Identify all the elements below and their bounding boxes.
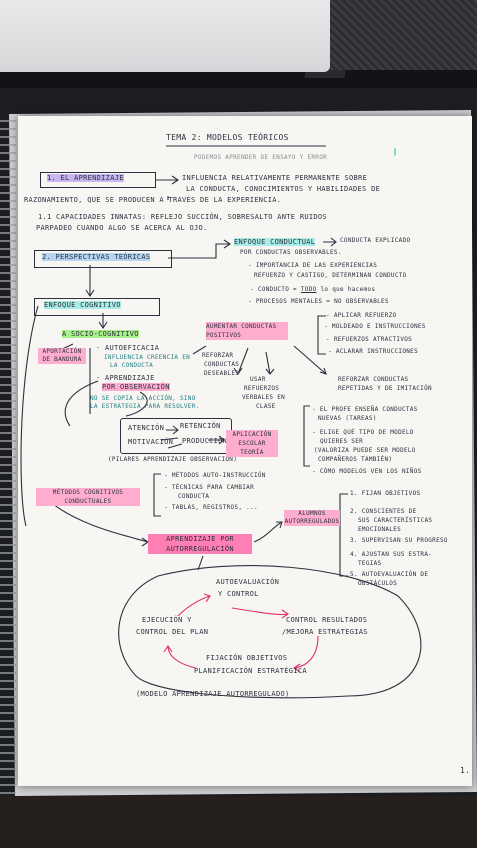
conductual-b1-1: - IMPORTANCIA DE LAS EXPERIENCIAS [248,262,378,269]
atencion: ATENCIÓN [128,424,165,432]
cycle-right2: /MEJORA ESTRATEGIAS [282,628,368,636]
obs-note2: LA ESTRATEGIA PARA RESOLVER. [90,403,200,410]
faint-note: PODEMOS APRENDER DE ENSAYO Y ERROR [194,154,328,161]
autoreg-list-0: 1. FIJAN OBJETIVOS [350,490,421,497]
cycle-caption: (MODELO APRENDIZAJE AUTORREGULADO) [136,690,290,698]
autoeficacia-note2: LA CONDUCTA [110,362,154,369]
autoreg-list-4: 3. SUPERVISAN SU PROGRESO [350,537,448,544]
page-number: 1. [460,766,471,775]
aportacion-bandura: APORTACIÓN DE BANDURA [38,348,86,364]
cycle-right1: CONTROL RESULTADOS [286,616,368,624]
section2-heading: 2. PERSPECTIVAS TEÓRICAS [42,253,151,261]
metodo-3: - TABLAS, REGISTROS, ... [164,504,258,511]
autoreg-list-8: OBSTÁCULOS [358,580,398,587]
example-2: - ELIGE QUÉ TIPO DE MODELO [312,429,414,436]
autoreg-list-2: SUS CARACTERÍSTICAS [358,517,433,524]
reforzar-deseables3: DESEABLES [204,370,240,377]
reforzar-deseables2: CONDUCTAS [204,361,240,368]
reforzar-rep1: REFORZAR CONDUCTAS [338,376,409,383]
aplicacion-escolar: APLICACIÓN ESCOLAR TEORÍA [226,430,278,457]
conductual-side1: CONDUCTA EXPLICADO [340,237,411,244]
list-moldeado: - MOLDEADO E INSTRUCCIONES [324,323,426,330]
section1-heading-box [40,172,156,188]
metodo-0: - MÉTODOS AUTO-INSTRUCCIÓN [164,472,266,479]
section1-heading: 1. EL APRENDIZAJE [47,174,124,182]
cycle-bottom2: PLANIFICACIÓN ESTRATÉGICA [194,667,307,675]
obs-note1: NO SE COPIA LA ACCIÓN, SINO [90,395,196,402]
usar-2: REFUERZOS [244,385,280,392]
autoeficacia-note1: INFLUENCIA CREENCIA EN [104,354,191,361]
b2-todo: TODO [300,286,317,293]
desk-surface [0,796,477,848]
metodo-1: - TÉCNICAS PARA CAMBIAR [164,484,254,491]
usar-3: VERBALES EN [242,394,286,401]
retencion: RETENCIÓN [180,422,221,430]
autoeficacia: - AUTOEFICACIA [96,344,160,352]
conductual-side2: POR CONDUCTAS OBSERVABLES. [240,249,342,256]
produccion: PRODUCCIÓN [182,437,228,445]
sub-line1: 1.1 CAPACIDADES INNATAS: REFLEJO SUCCIÓN… [38,213,327,221]
connector-lines [20,145,422,699]
section2-heading-box [34,250,172,268]
example-0: - EL PROFE ENSEÑA CONDUCTAS [312,406,418,413]
reforzar-rep2: REPETIDAS Y DE IMITACIÓN [338,385,432,392]
enfoque-cognitivo: ENFOQUE COGNITIVO [44,301,121,309]
example-1: NUEVAS (TAREAS) [318,415,377,422]
faint-green-mark: ▌ [394,149,398,156]
alumnos-autorregulados: ALUMNOS AUTORREGULADOS [284,510,340,526]
pilares-caption: (PILARES APRENDIZAJE OBSERVACIÓN) [108,456,238,463]
conductual-b1-2: REFUERZO Y CASTIGO, DETERMINAN CONDUCTO [254,272,407,279]
cycle-bottom1: FIJACIÓN OBJETIVOS [206,654,288,662]
example-5: COMPAÑEROS TAMBIÉN) [318,456,393,463]
example-4: (VALORIZA PUEDE SER MODELO [314,447,416,454]
cycle-left1: EJECUCIÓN Y [142,616,192,624]
metodo-2: CONDUCTA [178,493,210,500]
b2-pre: - CONDUCTO = [250,286,297,293]
aumentar-conductas: AUMENTAR CONDUCTAS POSITIVOS [206,322,288,340]
cycle-left2: CONTROL DEL PLAN [136,628,209,636]
example-6: - CÓMO MODELOS VEN LOS NIÑOS [312,468,422,475]
aprendizaje-obs2: POR OBSERVACIÓN [102,383,170,391]
cognitivo-box [34,298,160,316]
conductual-b3: - PROCESOS MENTALES = NO OBSERVABLES [248,298,389,305]
laptop [0,0,477,88]
usar-4: CLASE [256,403,276,410]
autoreg-list-6: TEGIAS [358,560,382,567]
enfoque-conductual: ENFOQUE CONDUCTUAL [234,238,316,246]
socio-cognitivo: A SOCIO-COGNITIVO [62,330,139,338]
aprendizaje-autorregulacion: APRENDIZAJE POR AUTORREGULACIÓN [148,534,252,554]
notebook-spiral [0,120,16,800]
list-aclarar: - ACLARAR INSTRUCCIONES [328,348,418,355]
usar-1: USAR [250,376,266,383]
sub-line2: PARPADEO CUANDO ALGO SE ACERCA AL OJO. [36,224,208,232]
cycle-top1: AUTOEVALUACIÓN [216,578,280,586]
fabric-texture [330,0,477,70]
autoreg-list-1: 2. CONSCIENTES DE [350,508,417,515]
def-line3: RAZONAMIENTO, QUE SE PRODUCEN A TRAVÉS D… [24,196,282,204]
list-refuerzos: - REFUERZOS ATRACTIVOS [326,336,413,343]
metodos-cognitivos: MÉTODOS COGNITIVOS CONDUCTUALES [36,488,140,506]
autoreg-list-3: EMOCIONALES [358,526,402,533]
laptop-screen [0,0,330,72]
reforzar-deseables1: REFORZAR [202,352,234,359]
aprendizaje-obs1: - APRENDIZAJE [96,374,155,382]
autoreg-list-7: 5. AUTOEVALUACIÓN DE [350,571,429,578]
list-aplicar: - APLICAR REFUERZO [326,312,397,319]
def-line1: INFLUENCIA RELATIVAMENTE PERMANENTE SOBR… [182,174,368,182]
b2-post: lo que hacemos [320,286,376,293]
def-line2: LA CONDUCTA, CONOCIMIENTOS Y HABILIDADES… [186,185,381,193]
autoreg-list-5: 4. AJUSTAN SUS ESTRA- [350,551,433,558]
motivacion: MOTIVACIÓN [128,438,174,446]
example-3: QUIERES SER [320,438,364,445]
notebook-page: TEMA 2: MODELOS TEÓRICOS PODEMOS APRENDE… [18,116,472,786]
conductual-b2: - CONDUCTO = TODO lo que hacemos [250,286,375,293]
page-title: TEMA 2: MODELOS TEÓRICOS [166,133,289,142]
cycle-top2: Y CONTROL [218,590,259,598]
